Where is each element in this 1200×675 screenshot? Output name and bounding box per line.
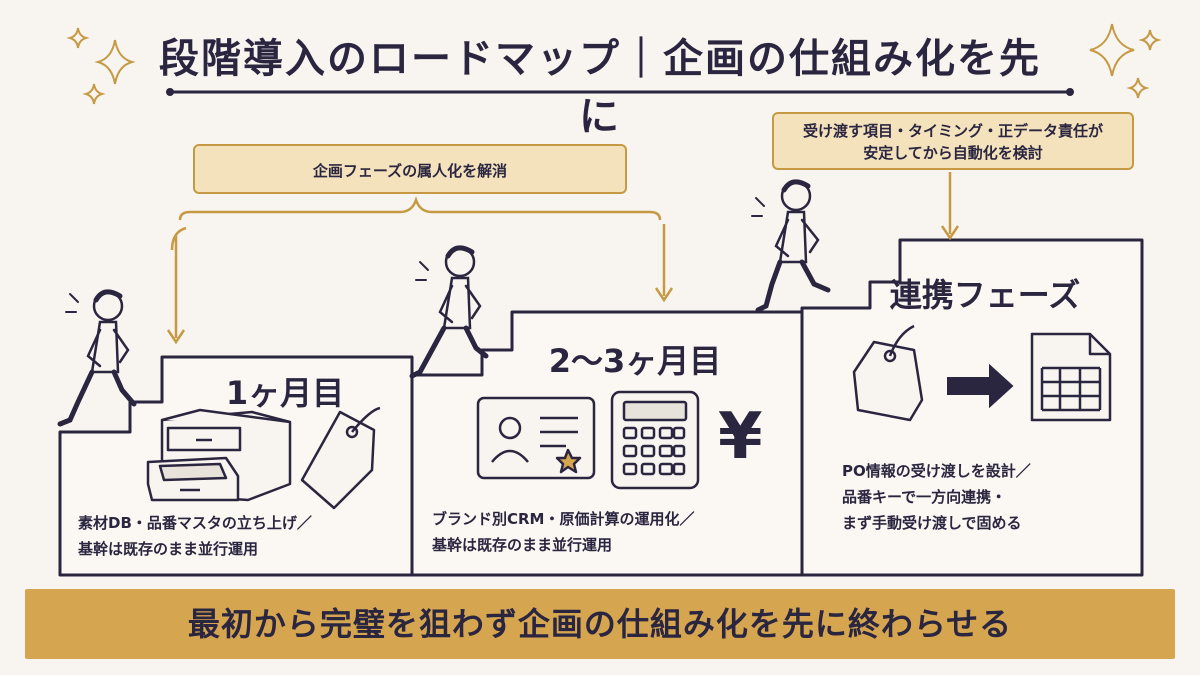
stage-1-label: 1ヶ月目 — [225, 374, 345, 412]
tag-icon — [300, 406, 381, 510]
climbing-person-icon — [57, 289, 137, 427]
desc-line: まず手動受け渡しで固める — [842, 514, 1022, 532]
spreadsheet-icon — [1030, 332, 1112, 422]
note-kikaku-phase: 企画フェーズの属人化を解消 — [193, 144, 627, 194]
desc-line: PO情報の受け渡しを設計／ — [842, 462, 1031, 480]
stage-2-label: 2〜3ヶ月目 — [548, 342, 722, 380]
note-line: 安定してから自動化を検討 — [863, 144, 1043, 162]
summary-banner: 最初から完璧を狙わず企画の仕組み化を先に終わらせる — [25, 589, 1175, 659]
stage-1-description: 素材DB・品番マスタの立ち上げ／ 基幹は既存のまま並行運用 — [78, 510, 408, 562]
drawer-cabinet-icon — [146, 408, 292, 502]
desc-line: 品番キーで一方向連携・ — [842, 488, 1007, 506]
note-line: 受け渡す項目・タイミング・正データ責任が — [802, 122, 1103, 140]
stage-2-description: ブランド別CRM・原価計算の運用化／ 基幹は既存のまま並行運用 — [432, 506, 782, 558]
sparkle-icon — [66, 27, 136, 105]
desc-line: 基幹は既存のまま並行運用 — [78, 540, 259, 558]
id-card-icon — [476, 396, 596, 480]
stage-3-label: 連携フェーズ — [889, 276, 1081, 314]
title-underline — [166, 88, 1074, 96]
staircase — [58, 238, 1144, 577]
page-title: 段階導入のロードマップ｜企画の仕組み化を先に — [159, 36, 1041, 140]
climbing-person-icon — [409, 245, 489, 379]
yen-icon: ¥ — [718, 400, 763, 474]
desc-line: 基幹は既存のまま並行運用 — [432, 536, 613, 554]
arrow-right-icon — [947, 363, 1014, 409]
brace-connector — [166, 172, 960, 345]
desc-line: ブランド別CRM・原価計算の運用化／ — [432, 510, 695, 528]
stage-3-description: PO情報の受け渡しを設計／ 品番キーで一方向連携・ まず手動受け渡しで固める — [842, 458, 1162, 536]
tag-icon — [852, 324, 924, 422]
desc-line: 素材DB・品番マスタの立ち上げ／ — [78, 514, 312, 532]
sparkle-icon — [1089, 23, 1162, 99]
calculator-icon — [610, 390, 700, 490]
note-automation-condition: 受け渡す項目・タイミング・正データ責任が 安定してから自動化を検討 — [772, 112, 1134, 170]
climbing-person-icon — [751, 179, 831, 313]
